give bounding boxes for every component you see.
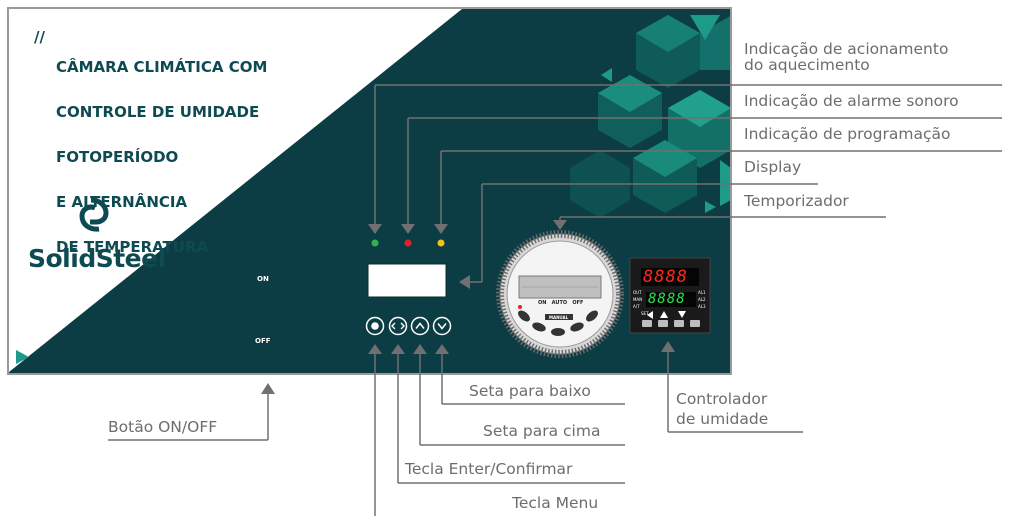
play-triangle-icon xyxy=(601,68,612,82)
title-line-2: CONTROLE DE UMIDADE xyxy=(56,103,260,121)
controller-label-al2: AL2 xyxy=(698,297,706,302)
menu-button[interactable] xyxy=(365,316,385,336)
leader-arrows xyxy=(261,220,675,394)
enter-button[interactable] xyxy=(388,316,408,336)
timer-auto-label: AUTO xyxy=(551,300,568,306)
controller-left-labels: OUT MAN A/T xyxy=(633,289,642,310)
title-line-1: CÂMARA CLIMÁTICA COM xyxy=(56,58,268,76)
heater-led xyxy=(371,239,379,247)
timer-on-label: ON xyxy=(538,300,547,306)
controller-label-out: OUT xyxy=(633,290,642,295)
title-line-3: FOTOPERÍODO xyxy=(56,148,179,166)
menu-arrows-icon xyxy=(391,322,405,330)
timer-dial[interactable] xyxy=(496,230,624,358)
callout-programming: Indicação de programação xyxy=(744,125,951,143)
title-line-4: E ALTERNÂNCIA xyxy=(56,193,188,211)
timer-off-label: OFF xyxy=(572,300,584,306)
callout-humidity-line-1: Controlador xyxy=(676,390,768,408)
up-button[interactable] xyxy=(410,316,430,336)
controller-bottom-display: 8888 xyxy=(648,291,686,307)
timer-manual-label: MANUAL xyxy=(549,315,569,320)
callout-display: Display xyxy=(744,158,802,176)
switch-on-label: ON xyxy=(257,275,269,283)
controller-set-label: SET xyxy=(641,311,649,316)
brand-logo-text: SolidSteel xyxy=(28,244,166,273)
play-triangle-icon xyxy=(16,350,29,364)
enter-circle-icon xyxy=(371,322,379,330)
leader-lines xyxy=(108,84,1002,516)
play-triangle-icon xyxy=(705,201,716,213)
humidity-controller[interactable] xyxy=(629,257,711,334)
callout-humidity-line-2: de umidade xyxy=(676,410,769,428)
solidsteel-logo-icon xyxy=(79,197,109,232)
controller-label-al3: AL3 xyxy=(698,304,706,309)
controller-top-display: 8888 xyxy=(643,267,688,287)
callout-up: Seta para cima xyxy=(483,422,601,440)
alarm-led xyxy=(404,239,412,247)
chevron-up-icon xyxy=(415,322,425,329)
callout-timer: Temporizador xyxy=(744,192,849,210)
callout-down: Seta para baixo xyxy=(469,382,591,400)
switch-off-label: OFF xyxy=(255,337,271,345)
controller-label-al1: AL1 xyxy=(698,290,706,295)
programming-led xyxy=(437,239,445,247)
title-line-5: DE TEMPERATURA xyxy=(56,238,209,256)
chevron-down-icon xyxy=(437,323,447,330)
down-button[interactable] xyxy=(432,316,452,336)
callout-heater-line-2: do aquecimento xyxy=(744,56,870,74)
callout-enter: Tecla Enter/Confirmar xyxy=(405,460,573,478)
timer-mode-labels: ON AUTO OFF xyxy=(538,300,588,306)
controller-label-at: A/T xyxy=(633,304,640,309)
callout-alarm: Indicação de alarme sonoro xyxy=(744,92,959,110)
callout-menu: Tecla Menu xyxy=(512,494,599,512)
display-screen xyxy=(367,263,447,298)
controller-right-labels: AL1 AL2 AL3 xyxy=(698,289,706,310)
callout-onoff: Botão ON/OFF xyxy=(108,418,218,436)
callout-heater-line-1: Indicação de acionamento xyxy=(744,40,949,58)
controller-label-man: MAN xyxy=(633,297,643,302)
title-slash: // xyxy=(34,28,45,46)
